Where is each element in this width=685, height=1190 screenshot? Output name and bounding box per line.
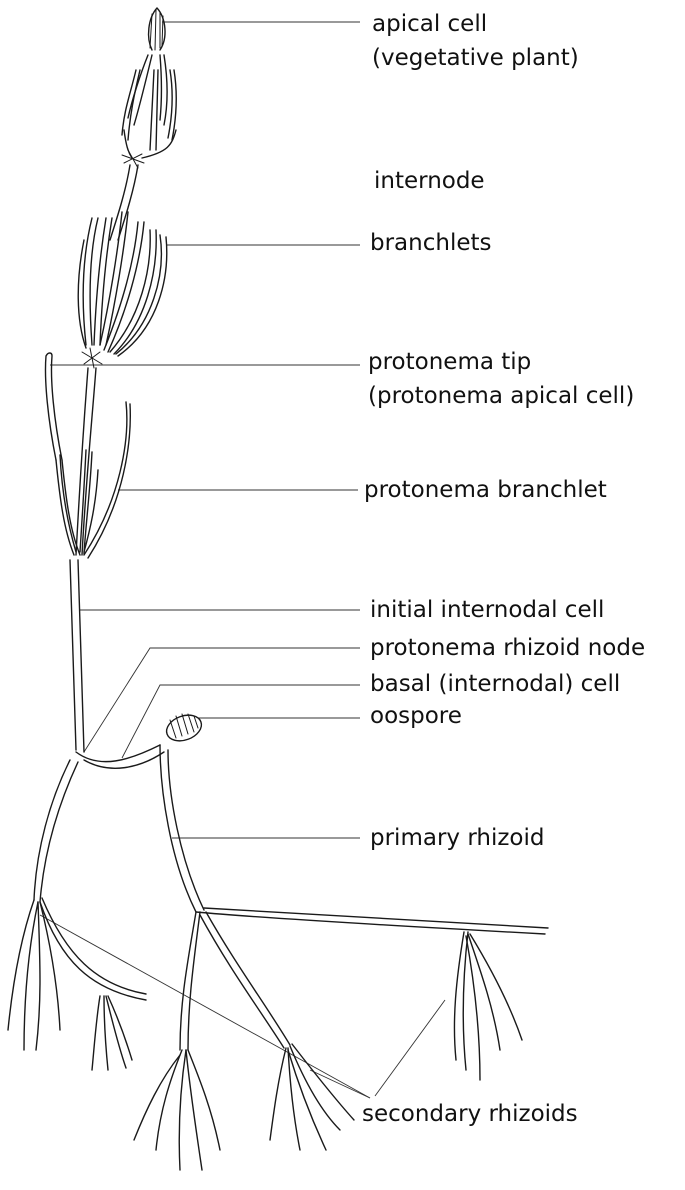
vegetative-plant	[75, 7, 177, 556]
label-initial-internodal-cell: initial internodal cell	[370, 597, 605, 623]
leader-secondary-rhizoids-3	[374, 999, 446, 1097]
leader-protonema-rhizoid-node	[83, 647, 360, 753]
label-apical-cell: apical cell	[372, 11, 488, 37]
rhizoid-cluster-right	[453, 931, 523, 1081]
leader-basal-cell	[121, 684, 360, 759]
rhizoid-cluster-mid	[133, 911, 291, 1171]
label-protonema-rhizoid-node: protonema rhizoid node	[370, 635, 646, 661]
rhizoid-cluster-small	[91, 995, 133, 1071]
label-branchlets: branchlets	[370, 230, 492, 256]
rhizoid-cluster-right-mid	[269, 1043, 355, 1151]
basal-cell	[75, 744, 165, 769]
branchlets	[77, 211, 168, 357]
node-1	[121, 149, 145, 169]
label-primary-rhizoid: primary rhizoid	[370, 825, 545, 851]
label-apical-cell-note: (vegetative plant)	[372, 45, 579, 71]
label-basal-cell: basal (internodal) cell	[370, 671, 621, 697]
oospore	[165, 713, 203, 742]
primary-rhizoid	[159, 744, 205, 913]
label-protonema-tip-note: (protonema apical cell)	[368, 383, 635, 409]
apical-cell	[147, 7, 166, 51]
leader-secondary-rhizoids-1	[39, 914, 371, 1099]
protonema	[44, 352, 131, 753]
protonema-tip	[44, 352, 63, 461]
label-secondary-rhizoids: secondary rhizoids	[362, 1101, 578, 1127]
rhizoid-cluster-left	[7, 897, 147, 1051]
horizontal-rhizoid	[195, 907, 549, 935]
rhizoids	[7, 759, 523, 1171]
internode	[109, 164, 139, 241]
protonema-branchlets	[59, 401, 131, 559]
basal-region	[75, 713, 549, 935]
leader-secondary-rhizoids-2	[309, 1069, 371, 1099]
node-2	[81, 347, 103, 369]
label-protonema-branchlet: protonema branchlet	[364, 477, 607, 503]
label-oospore: oospore	[370, 703, 462, 729]
label-internode: internode	[374, 168, 485, 194]
label-protonema-tip: protonema tip	[368, 349, 532, 375]
initial-internodal-cell	[69, 559, 85, 753]
stem-lower	[75, 367, 97, 556]
leader-lines	[39, 21, 446, 1099]
top-whorl	[121, 54, 177, 159]
